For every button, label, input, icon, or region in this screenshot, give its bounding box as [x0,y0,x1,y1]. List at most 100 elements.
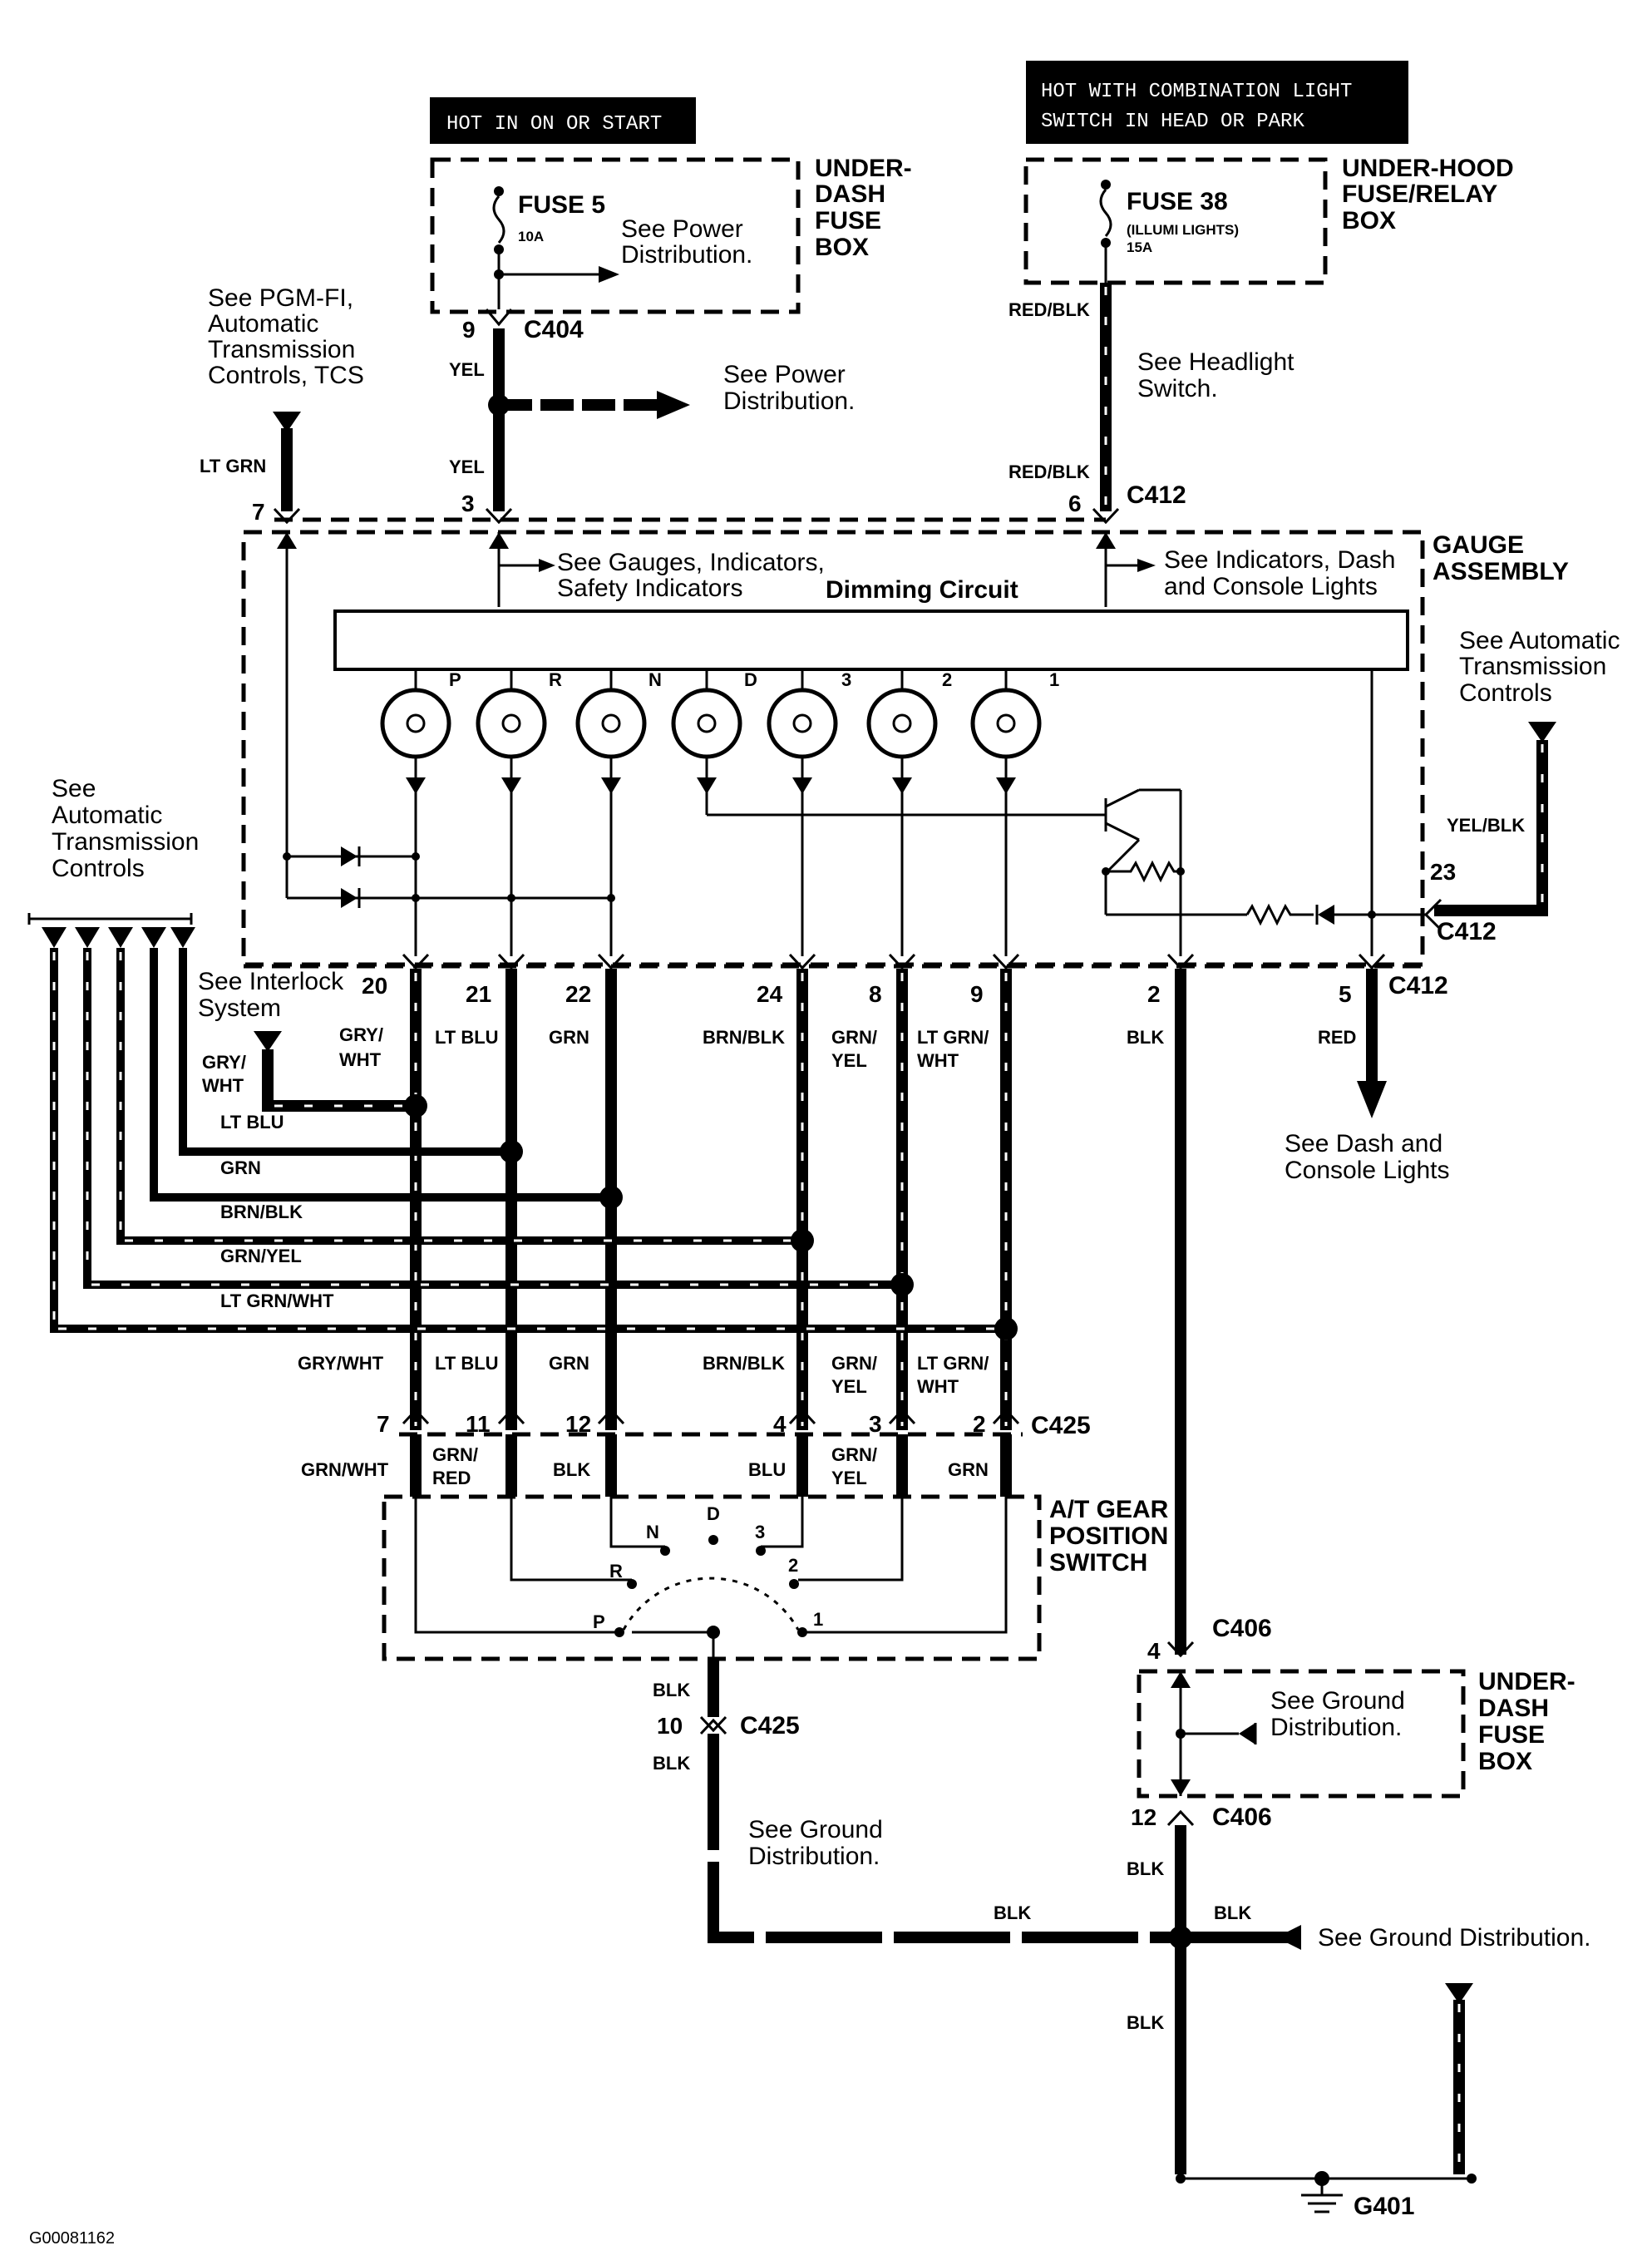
header-hot-combination-line2: SWITCH IN HEAD OR PARK [1041,111,1304,133]
wire-label-yel-2: YEL [449,456,485,477]
gauge-assembly: GAUGE ASSEMBLY See Gauges, Indicators, S… [241,530,1569,967]
c425-pins: 7 11 12 4 3 2 C425 [377,1408,1091,1439]
switch-pos-r: R [609,1561,623,1582]
wire-label-lt-grn: LT GRN [200,456,266,476]
dash-lights-arrow-icon [1357,1081,1387,1118]
wire-label-red-top: RED [1318,1027,1356,1048]
wire-label-blk-f: BLK [1127,2012,1164,2033]
wire-yel-blk [1434,740,1548,916]
bulb-d-icon: D [671,669,1073,817]
dimming-circuit-block [333,609,1409,671]
wire-label-blk-b: BLK [653,1753,690,1774]
fuse5-amp: 10A [518,229,544,244]
atc-left-arrows [42,927,195,948]
wire-label-blk-sw: BLK [553,1459,590,1480]
bulb-n-label: N [648,669,662,690]
at-gear-label-2: POSITION [1049,1522,1168,1550]
wire-blk-ground [708,1734,1181,1943]
note-pgm-2: Automatic [208,310,318,338]
note-headlight-2: Switch. [1137,375,1218,402]
pin-c425-3: 3 [869,1411,882,1437]
wire-label-red-blk-1: RED/BLK [1008,299,1090,320]
note-headlight-1: See Headlight [1137,348,1294,376]
note-atc-l2: Automatic [52,802,162,829]
pin-c404-9: 9 [462,317,476,343]
pin-c425-2: 2 [973,1411,986,1437]
wire-label-yel-blk: YEL/BLK [1447,815,1525,836]
connector-c412-top: C412 [1127,481,1186,509]
header-hot-combination: HOT WITH COMBINATION LIGHT SWITCH IN HEA… [1026,61,1408,144]
underhood-fuse-relay-box: UNDER-HOOD FUSE/RELAY BOX FUSE 38 (ILLUM… [1023,155,1514,285]
wire-label-h-brn-blk: BRN/BLK [220,1202,303,1222]
wire-label-lt-blu-bot: LT BLU [435,1353,499,1374]
ud2-label-4: BOX [1478,1748,1532,1775]
fuse38-amp: 15A [1127,239,1152,255]
wire-label-grn-bot: GRN [549,1353,589,1374]
wire-label-grn-sw: GRN [948,1459,989,1480]
bulb-r-label: R [549,669,562,690]
underdash-label-3: FUSE [815,207,881,234]
pin-c412-9: 9 [970,981,984,1007]
pin-c412-20: 20 [362,973,387,999]
wire-label-grn-top: GRN [549,1027,589,1048]
switch-pos-1: 1 [813,1609,823,1630]
wire-label-h-lt-grn-wht: LT GRN/WHT [220,1290,334,1311]
switch-pos-n: N [646,1522,659,1542]
wire-label-h-grn: GRN [220,1157,261,1178]
underhood-label-1: UNDER-HOOD [1342,155,1514,182]
note-atc-r2: Transmission [1459,653,1606,680]
bulb-3-label: 3 [841,669,851,690]
wire-label-grn-yel-sw2: YEL [831,1468,867,1488]
header-hot-combination-line1: HOT WITH COMBINATION LIGHT [1041,81,1352,103]
bulb-1-icon: 1 [970,669,1059,956]
indicator-bulbs: P R N [380,669,1073,956]
at-gear-label-3: SWITCH [1049,1549,1147,1577]
header-hot-on-start: HOT IN ON OR START [430,97,696,144]
wires-below-c425 [410,1434,1012,1497]
note-atc-r3: Controls [1459,679,1552,707]
wire-label-grn-red1: GRN/ [432,1444,478,1465]
resistor-1-icon [1106,860,1181,883]
pin-c412-8: 8 [869,981,882,1007]
note-pgm-3: Transmission [208,336,355,363]
wire-label-gry-wht-a2: WHT [202,1075,244,1096]
wire-label-blu-sw: BLU [748,1459,786,1480]
note-power-1: See Power [621,215,743,243]
pin-c406-4: 4 [1147,1638,1161,1664]
pin-c425-10: 10 [657,1713,683,1739]
underdash-label-2: DASH [815,180,885,208]
wire-label-lt-grn-wht-top2: WHT [917,1050,959,1071]
underdash-label-4: BOX [815,234,869,261]
pin-c412-2: 2 [1147,981,1161,1007]
dimming-circuit-label: Dimming Circuit [826,576,1018,604]
interlock-arrow-icon [254,1031,282,1052]
ud2-label-2: DASH [1478,1695,1549,1722]
pin-c406-12: 12 [1131,1804,1156,1830]
note-ground-line: See Ground Distribution. [1318,1924,1591,1952]
wire-label-grn-wht: GRN/WHT [301,1459,389,1480]
note-ground-b2: Distribution. [1270,1714,1402,1741]
connector-c406-top: C406 [1212,1615,1272,1642]
wire-label-grn-yel-top2: YEL [831,1050,867,1071]
ud2-label-3: FUSE [1478,1721,1545,1749]
wire-label-gry-wht-b1: GRY/ [339,1024,383,1045]
note-indicators-2: and Console Lights [1164,573,1378,600]
gauge-label-1: GAUGE [1433,531,1524,559]
wire-label-blk-a: BLK [653,1680,690,1700]
note-interlock-2: System [198,994,281,1022]
note-gauges-1: See Gauges, Indicators, [557,549,825,576]
pin-c425-4: 4 [773,1411,787,1437]
fuse5-icon [492,195,505,244]
wire-label-lt-grn-wht-bot1: LT GRN/ [917,1353,989,1374]
ground-arrow-icon [273,412,301,432]
pin-c412-3: 3 [461,491,475,516]
harness-wires [50,948,1006,1333]
bulb-p-label: P [449,669,461,690]
pin-c412-22: 22 [565,981,591,1007]
c412-top-pins: 7 3 6 C412 [252,481,1186,525]
wire-label-brn-blk-top: BRN/BLK [703,1027,785,1048]
bulb-p-icon: P [380,669,461,956]
at-gear-label-1: A/T GEAR [1049,1496,1169,1523]
connector-c404: C404 [524,316,584,343]
bulb-d-label: D [744,669,757,690]
